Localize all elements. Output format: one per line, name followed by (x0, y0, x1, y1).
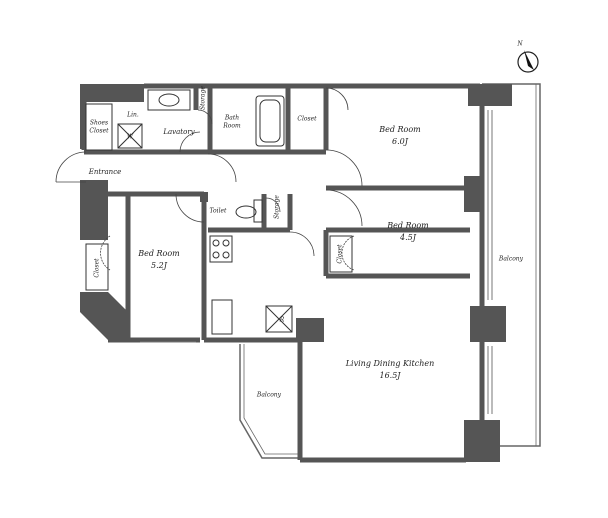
closet-left-label: Closet (93, 258, 101, 278)
ldk-name: Living Dining Kitchen (345, 359, 435, 368)
compass-label: N (517, 40, 523, 48)
walls (81, 83, 485, 463)
bath-label-2: Room (223, 122, 241, 130)
ldk-size: 16.5J (379, 371, 401, 380)
bedroom-c-name: Bed Room (138, 249, 180, 258)
bedroom-b-size: 4.5J (400, 233, 416, 242)
toilet-label: Toilet (209, 207, 227, 215)
fridge-label: R (279, 316, 285, 324)
balcony-east-rail (482, 83, 541, 447)
compass (517, 50, 539, 73)
fixtures (85, 89, 353, 335)
entrance-label: Entrance (88, 168, 122, 176)
closet-top-label: Closet (297, 115, 317, 123)
washer-label: W (126, 133, 134, 141)
lavatory-label: Lavatory (163, 128, 195, 136)
bath-label-1: Bath (224, 114, 240, 122)
storage-mid-label: Storage (273, 195, 281, 219)
balcony-south-label: Balcony (256, 391, 282, 399)
shoes-closet-label-2: Closet (89, 127, 109, 135)
windows (140, 110, 493, 414)
bedroom-a-size: 6.0J (392, 137, 408, 146)
balcony-south-rail (239, 344, 300, 459)
door-swings (55, 87, 363, 271)
closet-mid-label: Closet (336, 244, 344, 264)
bedroom-a-name: Bed Room (379, 125, 421, 134)
balcony-east-label: Balcony (498, 255, 524, 263)
shoes-closet-label-1: Shoes (89, 119, 109, 127)
linen-label: Lin. (127, 111, 139, 119)
bedroom-b-name: Bed Room (387, 221, 429, 230)
bedroom-c-size: 5.2J (151, 261, 167, 270)
storage-top-label: Storage (199, 86, 207, 110)
wall-blocks (80, 84, 512, 462)
